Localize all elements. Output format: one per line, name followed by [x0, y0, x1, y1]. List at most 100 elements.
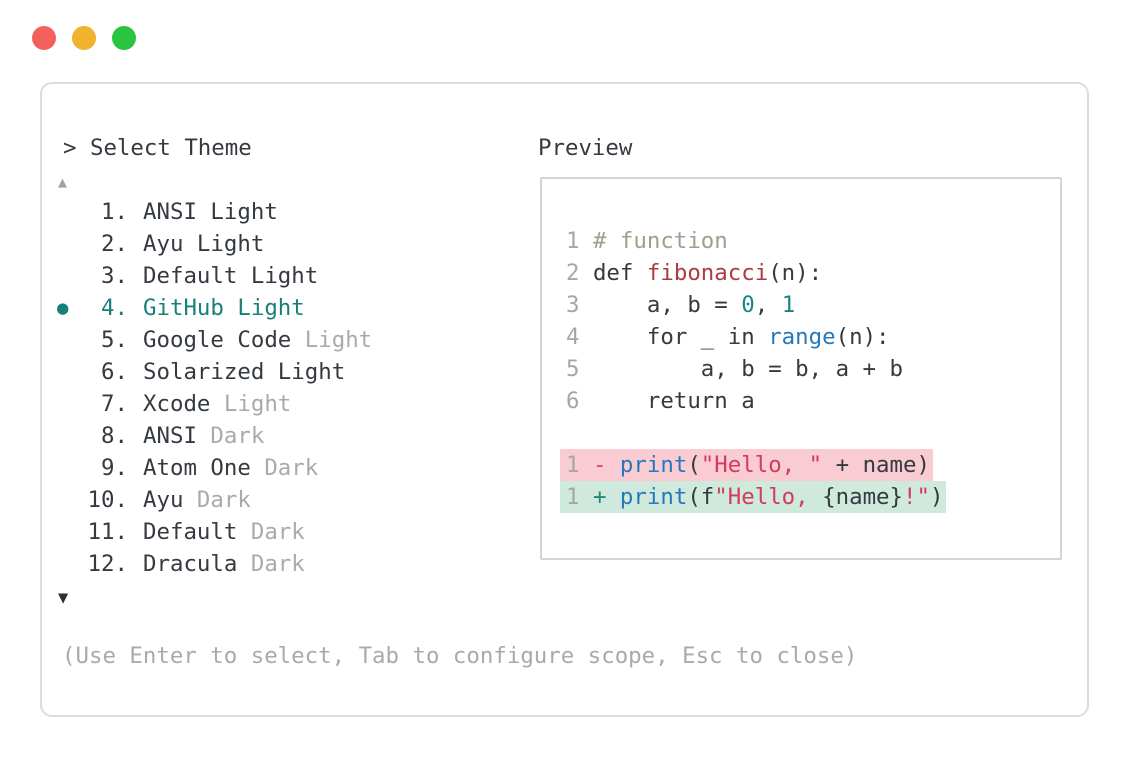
item-number: 7.	[101, 391, 128, 417]
code-line: 1 # function	[566, 225, 946, 257]
theme-list-item-github-light-selected[interactable]: ● 4. GitHub Light	[42, 292, 532, 324]
item-variant: Light	[223, 391, 292, 417]
code-token: 0	[741, 292, 755, 318]
scroll-up-icon[interactable]: ▲	[58, 173, 68, 191]
theme-list: 1. ANSI Light 2. Ayu Light 3. Default Li…	[42, 196, 532, 580]
theme-list-item-default-light[interactable]: 3. Default Light	[42, 260, 532, 292]
line-number: 1	[566, 452, 580, 478]
code-token: (n):	[835, 324, 890, 350]
code-token: ,	[754, 292, 782, 318]
code-token: 1	[781, 292, 796, 318]
item-name: GitHub Light	[143, 295, 305, 321]
diff-line-wrapper: 1-print("Hello, " + name)	[560, 449, 946, 481]
item-number: 11.	[87, 519, 128, 545]
item-name: Ayu Light	[143, 231, 265, 257]
code-token: print	[619, 452, 688, 478]
code-token: range	[768, 324, 836, 350]
code-token: !"	[903, 484, 930, 510]
item-number: 8.	[101, 423, 128, 449]
item-variant: Dark	[264, 455, 319, 481]
code-line: 5 a, b = b, a + b	[566, 353, 946, 385]
code-token: {name}	[822, 484, 904, 510]
diff-added-line: 1+print(f"Hello, {name}!")	[560, 481, 947, 513]
line-number: 4	[566, 324, 580, 350]
item-number: 2.	[101, 231, 128, 257]
item-variant: Dark	[196, 487, 251, 513]
item-name: ANSI Light	[143, 199, 278, 225]
code-token: "Hello, "	[700, 452, 823, 478]
code-token: return a	[592, 388, 755, 414]
line-number: 6	[566, 388, 580, 414]
item-name: Solarized Light	[143, 359, 346, 385]
diff-line-wrapper: 1+print(f"Hello, {name}!")	[560, 481, 947, 513]
theme-list-item-ayu-light[interactable]: 2. Ayu Light	[42, 228, 532, 260]
close-button-icon[interactable]	[32, 26, 56, 50]
item-number: 1.	[101, 199, 128, 225]
line-number: 1	[566, 484, 580, 510]
line-number: 3	[566, 292, 580, 318]
code-token: "Hello,	[714, 484, 823, 510]
selected-bullet-icon: ●	[57, 297, 69, 319]
item-variant: Dark	[250, 519, 305, 545]
code-token: def	[592, 260, 647, 286]
blank-line	[566, 417, 946, 449]
code-token: (n):	[768, 260, 823, 286]
item-number: 6.	[101, 359, 128, 385]
minimize-button-icon[interactable]	[72, 26, 96, 50]
code-token: fibonacci	[646, 260, 769, 286]
item-number: 3.	[101, 263, 128, 289]
theme-list-item-ansi-light[interactable]: 1. ANSI Light	[42, 196, 532, 228]
code-line: 3 a, b = 0, 1	[566, 289, 946, 321]
code-token: (	[687, 452, 701, 478]
code-token: (f	[687, 484, 715, 510]
window-controls	[32, 26, 136, 50]
code-token: print	[619, 484, 688, 510]
scroll-down-icon[interactable]: ▼	[58, 588, 69, 608]
preview-title: Preview	[538, 135, 633, 161]
line-number: 5	[566, 356, 580, 382]
item-name: Default Light	[143, 263, 319, 289]
theme-list-item-solarized-light[interactable]: 6. Solarized Light	[42, 356, 532, 388]
line-number: 2	[566, 260, 580, 286]
item-number: 4.	[101, 295, 128, 321]
code-token: )	[929, 484, 944, 510]
dialog-prompt: > Select Theme	[63, 135, 252, 161]
maximize-button-icon[interactable]	[112, 26, 136, 50]
code-token: # function	[592, 228, 728, 254]
code-line: 2 def fibonacci(n):	[566, 257, 946, 289]
item-number: 12.	[87, 551, 128, 577]
item-variant: Dark	[210, 423, 265, 449]
item-number: 10.	[87, 487, 128, 513]
line-number: 1	[566, 228, 580, 254]
code-token: a, b = b, a + b	[592, 356, 904, 382]
item-number: 9.	[101, 455, 128, 481]
code-line: 4 for _ in range(n):	[566, 321, 946, 353]
code-token: a, b =	[592, 292, 742, 318]
diff-removed-line: 1-print("Hello, " + name)	[560, 449, 933, 481]
item-variant: Light	[304, 327, 373, 353]
diff-minus-sign: -	[592, 452, 607, 478]
item-variant: Dark	[250, 551, 305, 577]
code-line: 6 return a	[566, 385, 946, 417]
theme-picker-dialog: > Select Theme Preview ▲ 1. ANSI Light 2…	[40, 82, 1089, 717]
code-token: for _ in	[592, 324, 769, 350]
help-text: (Use Enter to select, Tab to configure s…	[62, 643, 858, 669]
item-number: 5.	[101, 327, 128, 353]
